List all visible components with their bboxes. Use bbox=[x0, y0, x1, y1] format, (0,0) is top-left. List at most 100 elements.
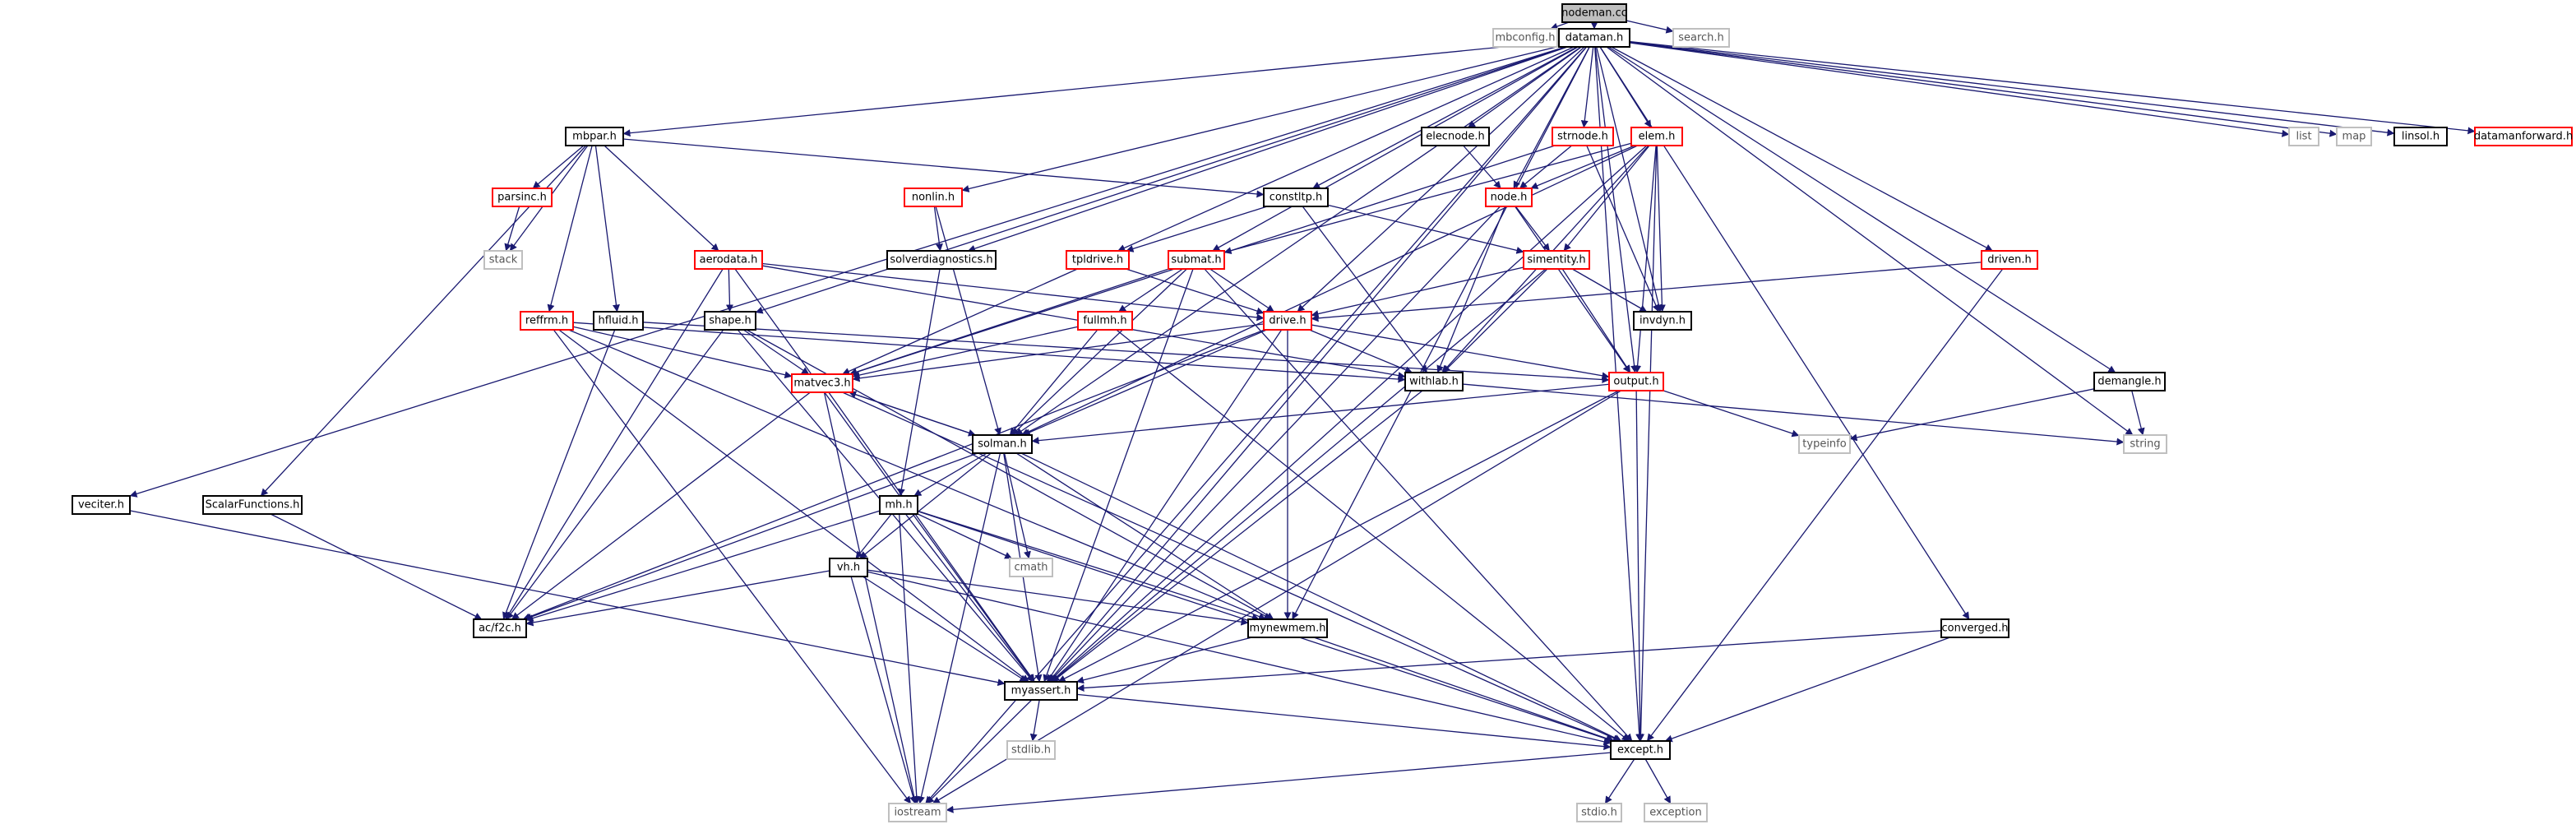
node-vhh[interactable]: vh.h bbox=[829, 558, 868, 577]
node-convergedh[interactable]: converged.h bbox=[1940, 618, 2009, 638]
node-drivenh[interactable]: driven.h bbox=[1981, 250, 2038, 270]
edge-convergedh-to-myasserth bbox=[1076, 630, 1942, 692]
edge-solmanh-to-acf2ch bbox=[524, 452, 978, 621]
edge-shapeh-to-acf2ch bbox=[506, 329, 724, 620]
node-driveh[interactable]: drive.h bbox=[1263, 311, 1312, 331]
node-demangleh[interactable]: demangle.h bbox=[2093, 372, 2166, 391]
edge-drivenh-to-excepth bbox=[1646, 268, 2004, 742]
node-invdynh[interactable]: invdyn.h bbox=[1633, 311, 1692, 331]
node-mbparh[interactable]: mbpar.h bbox=[565, 127, 624, 146]
node-hfluidh[interactable]: hfluid.h bbox=[593, 311, 644, 331]
node-mynewmemh[interactable]: mynewmem.h bbox=[1247, 618, 1328, 638]
node-stdioh: stdio.h bbox=[1576, 803, 1622, 822]
node-box-fullmhh bbox=[1077, 311, 1133, 331]
node-label-demangleh: demangle.h bbox=[2097, 376, 2161, 388]
node-exception: exception bbox=[1644, 803, 1708, 822]
node-label-cmath: cmath bbox=[1014, 562, 1048, 574]
edge-fullmhh-to-excepth bbox=[1116, 329, 1630, 742]
node-refframh[interactable]: reffrm.h bbox=[520, 311, 574, 331]
edge-datamanh-to-constltph bbox=[1312, 46, 1578, 189]
edge-elemh-to-invdynh bbox=[1656, 145, 1666, 313]
node-label-aerodatah: aerodata.h bbox=[700, 254, 758, 266]
edge-vecitersh-to-myasserth bbox=[129, 510, 1006, 687]
edge-mynewmemh-to-excepth bbox=[1313, 637, 1615, 743]
node-label-outputh: output.h bbox=[1613, 376, 1658, 388]
node-box-hfluidh bbox=[593, 311, 644, 331]
node-label-list: list bbox=[2296, 131, 2311, 143]
node-nodeh[interactable]: node.h bbox=[1485, 188, 1533, 207]
node-mhh[interactable]: mh.h bbox=[879, 495, 918, 515]
edge-fullmhh-to-matvec3h bbox=[852, 326, 1079, 379]
node-strnodeh[interactable]: strnode.h bbox=[1552, 127, 1614, 146]
edge-aerodatah-to-driveh bbox=[761, 262, 1265, 322]
node-label-map: map bbox=[2342, 131, 2366, 143]
node-tpldriveh[interactable]: tpldrive.h bbox=[1066, 250, 1130, 270]
edge-driveh-to-myasserth bbox=[1046, 329, 1283, 683]
node-label-mbparh: mbpar.h bbox=[572, 131, 617, 143]
node-label-linsolh: linsol.h bbox=[2402, 131, 2440, 143]
node-box-mhh bbox=[879, 495, 918, 515]
node-elecnodeh[interactable]: elecnode.h bbox=[1421, 127, 1490, 146]
node-parsinch[interactable]: parsinc.h bbox=[492, 188, 553, 207]
node-withlabh[interactable]: withlab.h bbox=[1404, 372, 1464, 391]
edge-parsinch-to-stack bbox=[504, 206, 520, 252]
node-label-myasserth: myassert.h bbox=[1011, 685, 1071, 697]
edge-tpldriveh-to-driveh bbox=[1126, 268, 1265, 315]
node-box-withlabh bbox=[1404, 372, 1464, 391]
edge-excepth-to-stdioh bbox=[1604, 758, 1635, 804]
node-box-acf2ch bbox=[473, 618, 527, 638]
edge-elemh-to-myasserth bbox=[1050, 145, 1648, 683]
node-scalarfunctionsh[interactable]: ScalarFunctions.h bbox=[202, 495, 303, 515]
edge-constltph-to-tpldriveh bbox=[1126, 206, 1268, 252]
edge-mhh-to-mynewmemh bbox=[917, 510, 1260, 621]
node-label-datamanh: dataman.h bbox=[1565, 32, 1624, 44]
node-solverdiagnosticsh[interactable]: solverdiagnostics.h bbox=[886, 250, 997, 270]
node-solmanh[interactable]: solman.h bbox=[972, 434, 1033, 454]
edge-datamanh-to-solverdiagnosticsh bbox=[967, 46, 1568, 252]
node-datamanforwardh[interactable]: datamanforward.h bbox=[2474, 127, 2573, 146]
node-label-mhh: mh.h bbox=[885, 499, 912, 512]
node-fullmhh[interactable]: fullmh.h bbox=[1077, 311, 1133, 331]
node-simentityh[interactable]: simentity.h bbox=[1523, 250, 1590, 270]
node-elemh[interactable]: elem.h bbox=[1630, 127, 1683, 146]
node-shapeh[interactable]: shape.h bbox=[704, 311, 756, 331]
edge-nodeh-to-outputh bbox=[1515, 206, 1630, 373]
node-nodemancc[interactable]: nodeman.cc bbox=[1561, 3, 1627, 23]
node-label-solverdiagnosticsh: solverdiagnostics.h bbox=[890, 254, 992, 266]
edge-datamanh-to-submath bbox=[1212, 46, 1579, 252]
node-linsolh[interactable]: linsol.h bbox=[2393, 127, 2448, 146]
node-submath[interactable]: submat.h bbox=[1168, 250, 1225, 270]
node-label-iostream: iostream bbox=[894, 807, 941, 819]
node-label-exception: exception bbox=[1649, 807, 1702, 819]
edge-mbparh-to-aerodatah bbox=[604, 145, 719, 252]
node-label-invdynh: invdyn.h bbox=[1639, 315, 1686, 327]
node-nonlinh[interactable]: nonlin.h bbox=[904, 188, 963, 207]
node-vecitersh[interactable]: veciter.h bbox=[72, 495, 131, 515]
edge-mbparh-to-refframh bbox=[547, 145, 593, 313]
node-box-typeinfo bbox=[1798, 434, 1851, 454]
node-acf2ch[interactable]: ac/f2c.h bbox=[473, 618, 527, 638]
edge-submath-to-matvec3h bbox=[849, 268, 1169, 376]
edge-scalarfunctionsh-to-acf2ch bbox=[270, 513, 483, 620]
edge-tpldriveh-to-matvec3h bbox=[842, 268, 1078, 375]
edge-solmanh-to-iostream bbox=[918, 452, 1001, 804]
edge-mhh-to-cmath bbox=[917, 513, 1013, 559]
edge-mhh-to-acf2ch bbox=[525, 510, 881, 622]
node-aerodatah[interactable]: aerodata.h bbox=[694, 250, 763, 270]
node-box-shapeh bbox=[704, 311, 756, 331]
node-label-matvec3h: matvec3.h bbox=[793, 377, 850, 390]
node-box-demangleh bbox=[2093, 372, 2166, 391]
edge-demangleh-to-typeinfo bbox=[1849, 388, 2095, 442]
node-excepth[interactable]: except.h bbox=[1610, 740, 1671, 760]
edge-mbparh-to-parsinch bbox=[532, 145, 585, 189]
node-datamanh[interactable]: dataman.h bbox=[1558, 28, 1630, 48]
node-box-iostream bbox=[888, 803, 947, 822]
edge-aerodatah-to-acf2ch bbox=[505, 268, 724, 620]
edge-matvec3h-to-excepth bbox=[842, 391, 1621, 742]
edge-driveh-to-matvec3h bbox=[852, 323, 1265, 382]
node-myasserth[interactable]: myassert.h bbox=[1004, 681, 1078, 701]
node-outputh[interactable]: output.h bbox=[1608, 372, 1664, 391]
node-matvec3h[interactable]: matvec3.h bbox=[791, 373, 853, 393]
node-constltph[interactable]: constltp.h bbox=[1263, 188, 1329, 207]
